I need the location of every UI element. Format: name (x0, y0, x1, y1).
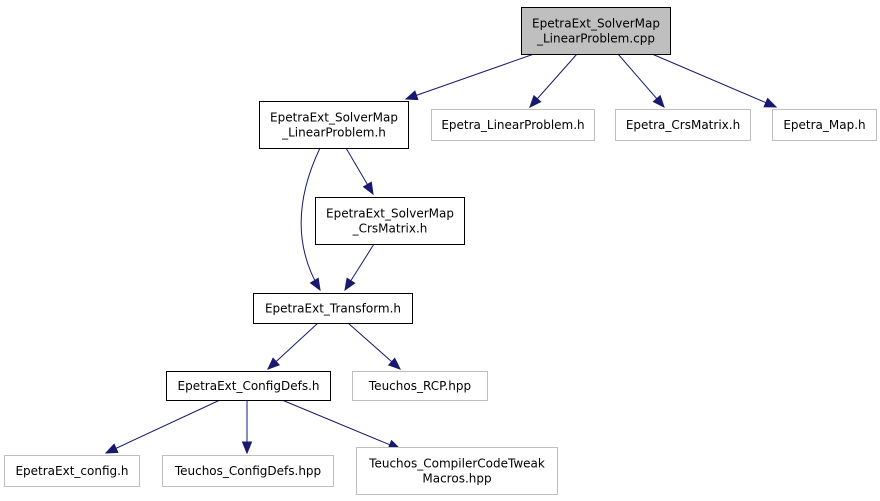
edge-line (651, 53, 777, 108)
arrowhead-icon (241, 441, 253, 455)
edge-root_cpp-to-epetra_linearproblem_h (529, 53, 578, 108)
node-epetraext-config-h[interactable]: EpetraExt_config.h (4, 455, 140, 487)
node-box (315, 197, 465, 245)
edge-line (281, 399, 401, 450)
edge-configdefs_h-to-teuchos_configdefs_hpp (241, 400, 253, 455)
node-label: Epetra_LinearProblem.h (441, 118, 584, 132)
arrowhead-icon (104, 443, 119, 454)
node-label: Epetra_CrsMatrix.h (626, 118, 740, 132)
arrowhead-icon (344, 277, 356, 292)
node-box (356, 447, 558, 495)
arrowhead-icon (652, 94, 665, 108)
edge-line (617, 53, 665, 108)
node-label: EpetraExt_SolverMap (326, 207, 454, 221)
node-box (162, 455, 334, 487)
node-label: EpetraExt_Transform.h (265, 302, 401, 316)
node-label: EpetraExt_SolverMap (270, 111, 398, 125)
arrowhead-icon (387, 357, 401, 370)
node-label: _CrsMatrix.h (352, 222, 428, 236)
edge-configdefs_h-to-teuchos_compiler_hpp (281, 399, 402, 450)
node-box (431, 109, 595, 141)
edge-root_cpp-to-solvermap_lp_h (404, 53, 535, 101)
arrowhead-icon (404, 90, 419, 101)
node-label: Teuchos_ConfigDefs.hpp (174, 464, 321, 478)
edge-solvermap_lp_h-to-solvermap_crs_h (345, 147, 374, 196)
node-box (253, 293, 413, 324)
edge-transform_h-to-configdefs_h (267, 322, 319, 370)
node-transform-h[interactable]: EpetraExt_Transform.h (253, 293, 413, 324)
node-epetra-map-h[interactable]: Epetra_Map.h (772, 109, 877, 141)
edge-line (300, 147, 321, 291)
edge-transform_h-to-teuchos_rcp_hpp (347, 322, 401, 370)
node-box (521, 7, 671, 55)
edge-solvermap_crs_h-to-transform_h (344, 243, 375, 292)
edge-solvermap_lp_h-to-transform_h (300, 147, 321, 292)
node-root-cpp[interactable]: EpetraExt_SolverMap_LinearProblem.cpp (521, 7, 671, 55)
node-label: Macros.hpp (422, 472, 491, 486)
edge-root_cpp-to-epetra_map_h (651, 53, 778, 108)
arrowhead-icon (529, 94, 542, 108)
node-box (4, 455, 140, 487)
node-label: EpetraExt_config.h (15, 464, 128, 478)
arrowhead-icon (267, 357, 281, 370)
node-teuchos-configdefs-hpp[interactable]: Teuchos_ConfigDefs.hpp (162, 455, 334, 487)
node-label: Teuchos_CompilerCodeTweak (368, 457, 545, 471)
arrowhead-icon (763, 97, 778, 108)
node-box (166, 371, 331, 401)
node-label: _LinearProblem.cpp (536, 32, 655, 46)
node-epetra-linearproblem-h[interactable]: Epetra_LinearProblem.h (431, 109, 595, 141)
node-box (615, 109, 751, 141)
node-box (772, 109, 877, 141)
node-label: Teuchos_RCP.hpp (368, 379, 471, 393)
edge-line (347, 322, 401, 370)
node-teuchos-rcp-hpp[interactable]: Teuchos_RCP.hpp (352, 371, 488, 401)
node-label: _LinearProblem.h (281, 126, 386, 140)
node-label: EpetraExt_ConfigDefs.h (178, 379, 320, 393)
edge-configdefs_h-to-epetraext_config_h (104, 399, 221, 454)
arrowhead-icon (309, 277, 321, 292)
node-box (259, 101, 409, 149)
edge-line (529, 53, 578, 108)
node-solvermap-crs-h[interactable]: EpetraExt_SolverMap_CrsMatrix.h (315, 197, 465, 245)
node-label: EpetraExt_SolverMap (532, 17, 660, 31)
node-configdefs-h[interactable]: EpetraExt_ConfigDefs.h (166, 371, 331, 401)
edge-line (105, 399, 221, 454)
edge-line (405, 53, 535, 100)
arrowhead-icon (362, 181, 374, 196)
edge-root_cpp-to-epetra_crsmatrix_h (617, 53, 665, 108)
node-label: Epetra_Map.h (783, 118, 865, 132)
node-epetra-crsmatrix-h[interactable]: Epetra_CrsMatrix.h (615, 109, 751, 141)
node-solvermap-lp-h[interactable]: EpetraExt_SolverMap_LinearProblem.h (259, 101, 409, 149)
node-box (352, 371, 488, 401)
